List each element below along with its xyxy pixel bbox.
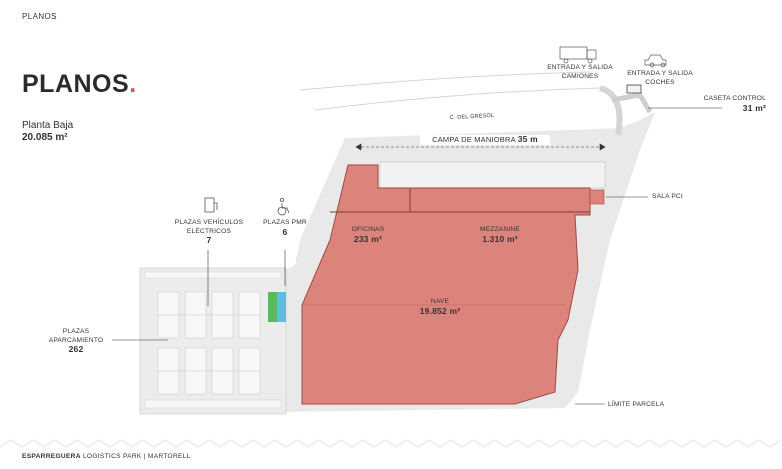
floor-summary: Planta Baja 20.085 m²	[22, 120, 73, 144]
car-icon	[644, 54, 667, 68]
footer: ESPARREGUERA LOGISTICS PARK | MARTORELL	[22, 453, 191, 460]
limit-label: LÍMITE PARCELA	[608, 401, 665, 408]
parking-count: 262	[68, 344, 84, 354]
car-entry-label: ENTRADA Y SALIDA COCHES	[627, 70, 693, 86]
truck-entry-label: ENTRADA Y SALIDA CAMIONES	[547, 64, 613, 80]
section-tag: PLANOS	[22, 12, 57, 21]
control-title: CASETA CONTROL	[703, 95, 766, 102]
nave-title: NAVE	[430, 298, 450, 305]
ev-charger-icon	[204, 197, 218, 213]
pci-label: SALA PCI	[652, 193, 683, 200]
nave-area: 19.852 m²	[419, 305, 461, 316]
pmr-spots	[277, 292, 286, 322]
title-dot: .	[129, 70, 137, 98]
truck-icon	[559, 46, 597, 64]
ev-spots	[268, 292, 277, 322]
floor-area: 20.085 m²	[22, 132, 68, 143]
mezzanine-title: MEZZANINE	[480, 226, 520, 233]
maneuver-text: CAMPA DE MANIOBRA	[432, 135, 516, 144]
control-area: 31 m²	[742, 102, 766, 113]
pmr-title: PLAZAS PMR	[263, 219, 307, 226]
footer-rest: LOGISTICS PARK | MARTORELL	[82, 453, 191, 460]
pmr-count: 6	[282, 226, 288, 237]
building	[301, 164, 605, 405]
wheelchair-icon	[277, 197, 290, 216]
floor-label: Planta Baja	[22, 120, 74, 131]
nave-label: NAVE 19.852 m²	[400, 298, 480, 315]
parking-lot	[139, 267, 287, 415]
ev-title: PLAZAS VEHÍCULOS ELÉCTRICOS	[174, 219, 244, 235]
mezzanine-area: 1.310 m²	[482, 233, 518, 244]
offices-label: OFICINAS 233 m²	[338, 226, 398, 243]
page-title: PLANOS.	[22, 70, 137, 99]
maneuver-size: 35 m	[517, 134, 538, 144]
mezzanine-label: MEZZANINE 1.310 m²	[470, 226, 530, 243]
truck-docks	[379, 161, 606, 189]
footer-brand: ESPARREGUERA	[22, 453, 81, 460]
footer-pattern	[0, 438, 782, 449]
page-title-text: PLANOS	[22, 70, 130, 98]
ev-count: 7	[206, 235, 212, 245]
parking-label: PLAZAS APARCAMIENTO 262	[40, 328, 112, 354]
pmr-label: PLAZAS PMR 6	[262, 219, 308, 236]
maneuver-label: CAMPA DE MANIOBRA 35 m	[420, 135, 550, 145]
offices-title: OFICINAS	[351, 226, 385, 233]
leader-lines	[112, 107, 722, 405]
maneuver-dimension	[355, 143, 606, 151]
control-hut	[626, 84, 642, 94]
offices-area: 233 m²	[353, 233, 383, 244]
ev-label: PLAZAS VEHÍCULOS ELÉCTRICOS 7	[165, 219, 253, 245]
control-label: CASETA CONTROL 31 m²	[680, 95, 766, 112]
parking-title: PLAZAS APARCAMIENTO	[48, 328, 104, 344]
